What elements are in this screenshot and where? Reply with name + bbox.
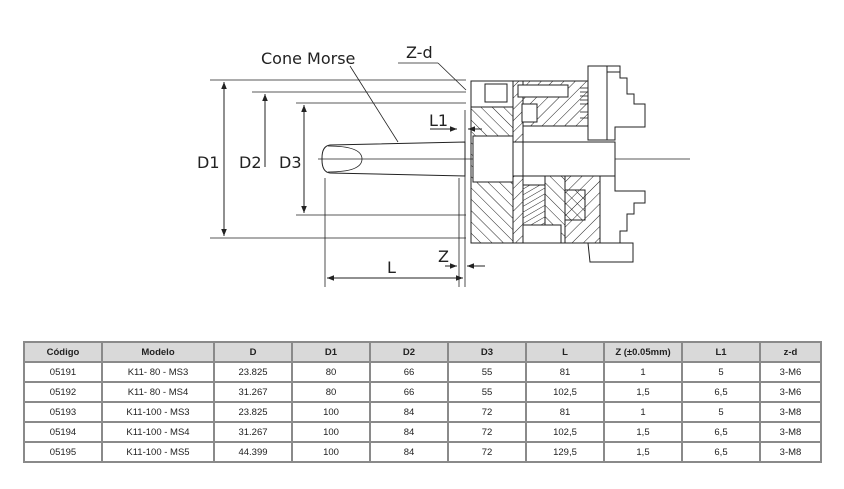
cell-d3: 55 (447, 361, 527, 383)
cone-morse-leader (349, 65, 399, 143)
cell-d: 23.825 (213, 401, 293, 423)
cell-codigo: 05194 (23, 421, 103, 443)
cell-modelo: K11- 80 - MS4 (101, 381, 215, 403)
cell-z-d: 3-M8 (759, 421, 822, 443)
cell-d: 44.399 (213, 441, 293, 463)
cell-codigo: 05192 (23, 381, 103, 403)
header-d2: D2 (369, 341, 449, 363)
cell-l: 102,5 (525, 421, 605, 443)
d2-label: D2 (239, 153, 262, 172)
table-row: 05191 K11- 80 - MS3 23.825 80 66 55 81 1… (23, 361, 822, 383)
header-d: D (213, 341, 293, 363)
cell-z-d: 3-M8 (759, 401, 822, 423)
cell-d: 31.267 (213, 421, 293, 443)
cone-morse-label: Cone Morse (261, 49, 355, 68)
header-codigo: Código (23, 341, 103, 363)
cell-z: 1,5 (603, 381, 683, 403)
header-z-d: z-d (759, 341, 822, 363)
cell-d: 23.825 (213, 361, 293, 383)
cell-modelo: K11-100 - MS4 (101, 421, 215, 443)
chuck-jaws (580, 65, 646, 263)
cell-l: 129,5 (525, 441, 605, 463)
cell-codigo: 05195 (23, 441, 103, 463)
cell-d3: 72 (447, 421, 527, 443)
cell-z-d: 3-M6 (759, 381, 822, 403)
cell-l: 81 (525, 401, 605, 423)
header-l: L (525, 341, 605, 363)
cell-d1: 80 (291, 361, 371, 383)
cell-modelo: K11-100 - MS5 (101, 441, 215, 463)
cell-d3: 55 (447, 381, 527, 403)
cell-d1: 100 (291, 401, 371, 423)
cell-codigo: 05191 (23, 361, 103, 383)
table-row: 05192 K11- 80 - MS4 31.267 80 66 55 102,… (23, 381, 822, 403)
l-label: L (387, 258, 396, 277)
chuck-cross-section (470, 80, 616, 244)
extension-lines (210, 79, 466, 287)
cell-d2: 84 (369, 421, 449, 443)
morse-taper-shank (318, 141, 690, 177)
cell-z-d: 3-M6 (759, 361, 822, 383)
cell-d1: 100 (291, 421, 371, 443)
cell-d1: 100 (291, 441, 371, 463)
header-modelo: Modelo (101, 341, 215, 363)
cell-z-d: 3-M8 (759, 441, 822, 463)
cell-d3: 72 (447, 401, 527, 423)
z-d-leader (437, 62, 467, 91)
cell-l1: 6,5 (681, 441, 761, 463)
header-d3: D3 (447, 341, 527, 363)
cell-l: 102,5 (525, 381, 605, 403)
cell-modelo: K11- 80 - MS3 (101, 361, 215, 383)
cell-l1: 5 (681, 401, 761, 423)
cell-z: 1,5 (603, 421, 683, 443)
cell-l1: 6,5 (681, 421, 761, 443)
cell-z: 1 (603, 401, 683, 423)
cell-d: 31.267 (213, 381, 293, 403)
cell-d3: 72 (447, 441, 527, 463)
z-d-label: Z-d (406, 43, 433, 62)
technical-drawing: Cone Morse Z-d D1 D2 D3 L1 L Z (197, 43, 690, 287)
header-l1: L1 (681, 341, 761, 363)
cell-codigo: 05193 (23, 401, 103, 423)
header-d1: D1 (291, 341, 371, 363)
cell-l: 81 (525, 361, 605, 383)
cell-l1: 5 (681, 361, 761, 383)
cell-d1: 80 (291, 381, 371, 403)
cell-d2: 84 (369, 401, 449, 423)
cell-modelo: K11-100 - MS3 (101, 401, 215, 423)
cell-d2: 84 (369, 441, 449, 463)
l1-label: L1 (429, 111, 448, 130)
table-row: 05193 K11-100 - MS3 23.825 100 84 72 81 … (23, 401, 822, 423)
cell-z: 1 (603, 361, 683, 383)
z-label: Z (438, 247, 449, 266)
d3-label: D3 (279, 153, 302, 172)
specifications-table: Código Modelo D D1 D2 D3 L Z (±0.05mm) L… (23, 341, 822, 463)
cell-l1: 6,5 (681, 381, 761, 403)
cell-d2: 66 (369, 381, 449, 403)
table-row: 05195 K11-100 - MS5 44.399 100 84 72 129… (23, 441, 822, 463)
header-z: Z (±0.05mm) (603, 341, 683, 363)
d1-label: D1 (197, 153, 220, 172)
cell-d2: 66 (369, 361, 449, 383)
cell-z: 1,5 (603, 441, 683, 463)
table-row: 05194 K11-100 - MS4 31.267 100 84 72 102… (23, 421, 822, 443)
table-header-row: Código Modelo D D1 D2 D3 L Z (±0.05mm) L… (23, 341, 822, 363)
